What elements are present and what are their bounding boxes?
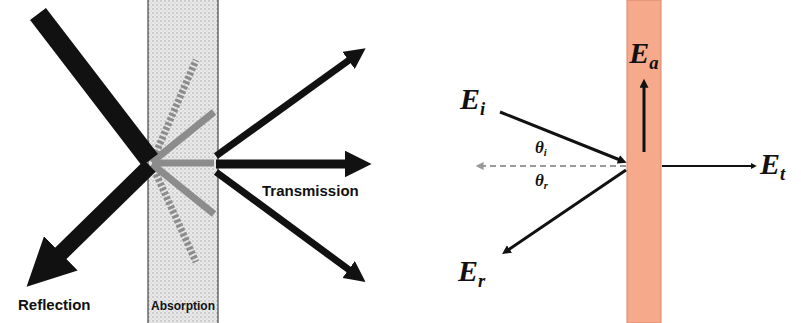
- symbol-subscript: a: [649, 52, 658, 73]
- absorbed-rays: [152, 60, 214, 262]
- incident-field-arrow: [500, 112, 620, 160]
- absorbing-layer: [627, 0, 661, 323]
- symbol-base: E: [458, 254, 478, 287]
- incident-beam: [38, 14, 150, 160]
- transmitted-beam: [216, 58, 352, 156]
- absorbed-ray: [152, 112, 214, 162]
- beam-label: Reflection: [18, 296, 91, 313]
- absorbed-ray: [152, 165, 196, 262]
- field-symbol: Er: [458, 256, 485, 286]
- symbol-base: E: [629, 36, 649, 69]
- absorbing-layer: Ea: [627, 0, 661, 323]
- symbol-base: E: [760, 147, 780, 180]
- symbol-subscript: r: [544, 180, 548, 191]
- symbol-base: θ: [535, 138, 544, 157]
- symbol-subscript: i: [544, 147, 547, 158]
- beam-label: Transmission: [262, 182, 359, 199]
- transmitted-field-arrow: [662, 165, 752, 167]
- symbol-subscript: r: [478, 270, 485, 291]
- field-symbol: Et: [760, 149, 785, 179]
- symbol-base: θ: [535, 171, 544, 190]
- angle-symbol: θr: [535, 172, 548, 189]
- reflected-beam: [54, 166, 150, 260]
- absorbing-slab: [148, 0, 218, 323]
- symbol-subscript: t: [780, 163, 785, 184]
- absorbed-field-arrow: [643, 86, 646, 152]
- reflected-field-arrow: [508, 170, 626, 250]
- field-symbol: Ea: [629, 38, 658, 68]
- transmitted-beam: [216, 160, 350, 169]
- angle-symbol: θi: [535, 139, 547, 156]
- region-label: Absorption: [151, 299, 215, 313]
- surface-normal: [482, 165, 626, 167]
- symbol-subscript: i: [480, 98, 485, 119]
- absorbing-slab: Absorption: [148, 0, 218, 323]
- field-symbol: Ei: [460, 84, 485, 114]
- absorbed-ray: [152, 160, 214, 167]
- symbol-base: E: [460, 82, 480, 115]
